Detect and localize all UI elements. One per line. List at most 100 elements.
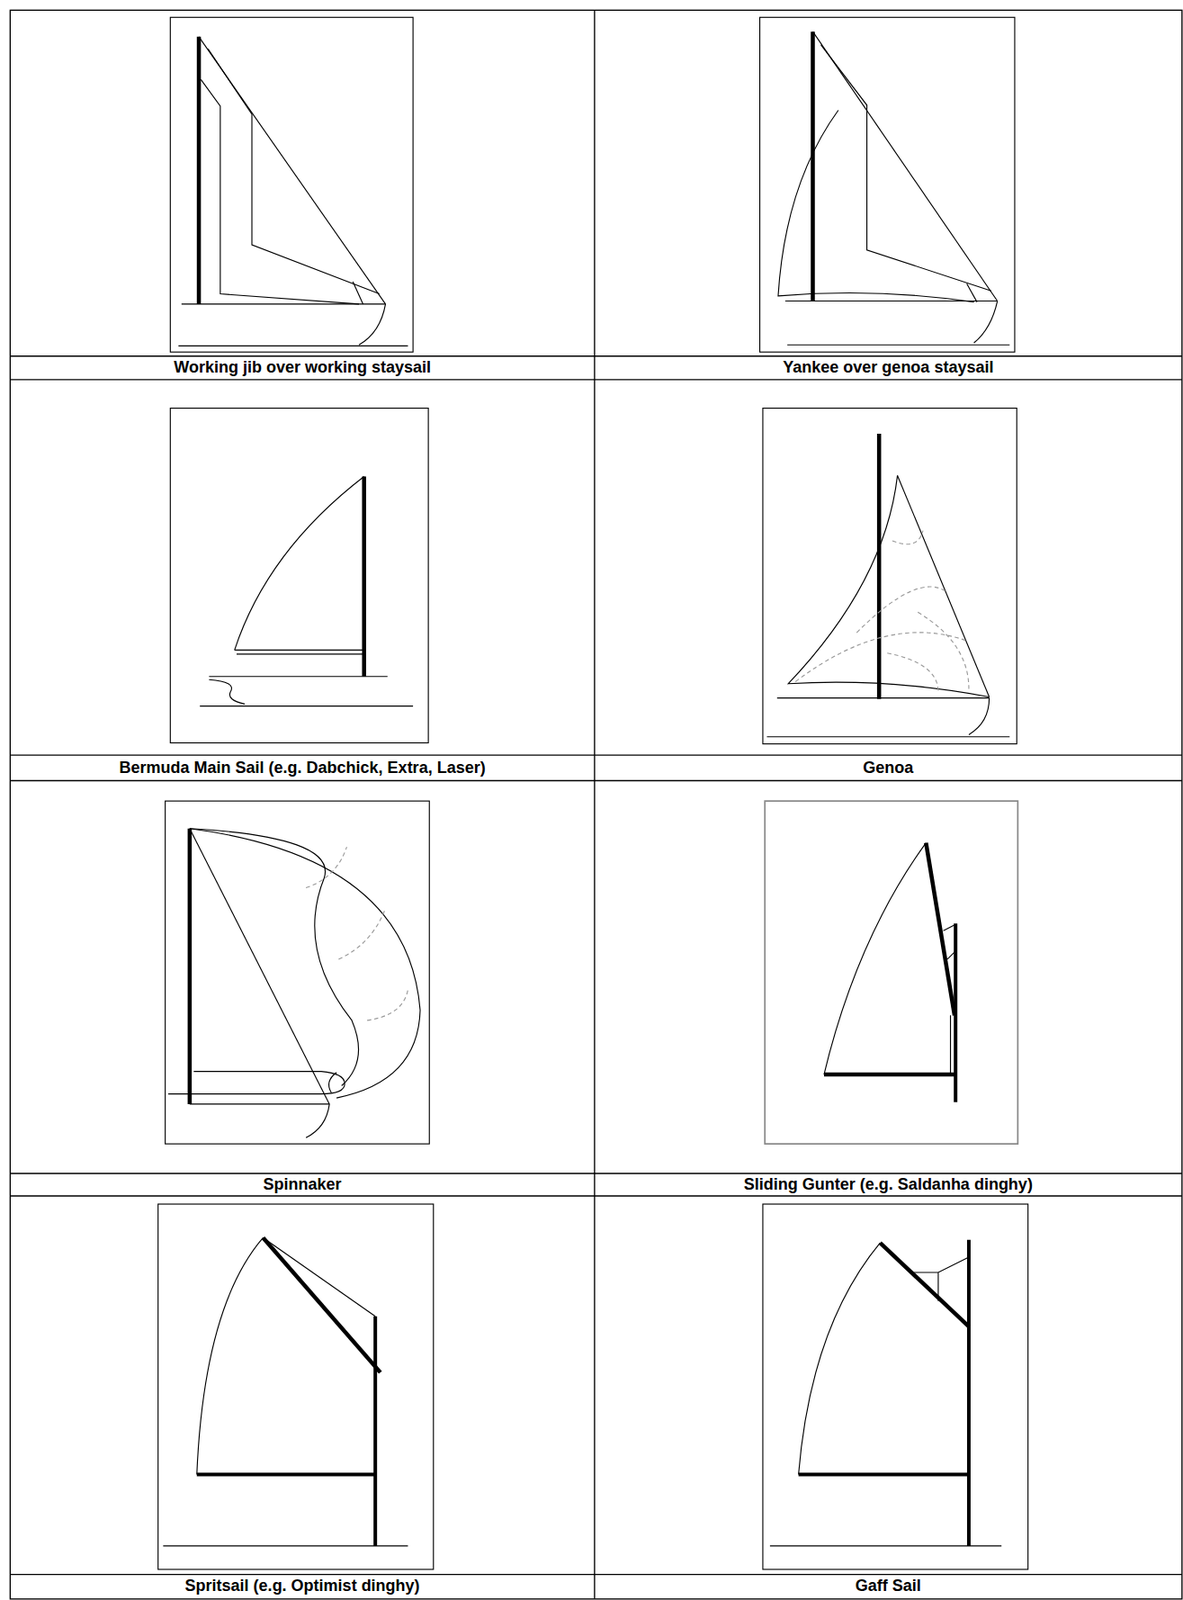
picture-frame [165, 800, 431, 1144]
stern [208, 679, 245, 704]
seam [305, 846, 347, 888]
sliding-gunter-drawing [764, 800, 1018, 1144]
sail-caption: Spinnaker [263, 1174, 342, 1194]
picture-frame [170, 408, 429, 744]
row-divider [9, 1172, 1183, 1174]
sprit [262, 1236, 380, 1372]
boom [234, 649, 365, 651]
row-divider [9, 1194, 1183, 1196]
staysail [200, 79, 359, 304]
waterline [770, 1544, 1002, 1546]
sail-detail [352, 281, 363, 305]
spinnaker-luff [189, 828, 359, 1086]
sail-leech [798, 1242, 881, 1474]
seam [917, 611, 969, 689]
bow [968, 698, 990, 735]
picture-frame [762, 408, 1017, 744]
column-divider [593, 9, 595, 1599]
picture-frame [170, 17, 413, 352]
row-divider [9, 1573, 1183, 1575]
mast [197, 36, 202, 305]
deck [189, 1102, 330, 1104]
genoa-staysail [778, 109, 975, 302]
mast [810, 31, 816, 301]
sail-caption: Genoa [862, 758, 914, 778]
seam [795, 632, 967, 682]
jib-sail [207, 48, 379, 294]
boom [168, 1071, 345, 1094]
deck [208, 675, 387, 677]
forestay [198, 36, 386, 305]
caption-cell: Working jib over working staysail [10, 357, 594, 379]
mast [188, 828, 193, 1104]
mast [373, 1316, 377, 1546]
mainsail-leech [234, 476, 365, 651]
yankee-sail [821, 44, 992, 291]
caption-cell: Spritsail (e.g. Optimist dinghy) [10, 1574, 594, 1597]
waterline [162, 1544, 408, 1546]
gaff-sail-drawing [762, 1203, 1029, 1569]
spritsail-drawing [158, 1203, 434, 1569]
bow [305, 1103, 330, 1138]
forestay [897, 474, 990, 697]
genoa-sail [788, 474, 989, 697]
peak-halyard [909, 1256, 969, 1301]
table-border [9, 9, 1183, 1599]
peak-line [262, 1236, 376, 1316]
picture-frame [762, 1203, 1029, 1569]
sail-caption: Working jib over working staysail [173, 358, 431, 377]
bow [358, 304, 386, 345]
caption-cell: Bermuda Main Sail (e.g. Dabchick, Extra,… [10, 755, 594, 780]
boom [197, 1472, 376, 1477]
boom [824, 1072, 956, 1077]
sail-leech [197, 1236, 264, 1474]
sail-caption: Sliding Gunter (e.g. Saldanha dinghy) [743, 1174, 1033, 1194]
row-divider [9, 779, 1183, 781]
waterline [787, 344, 1010, 346]
picture-frame [158, 1203, 434, 1569]
bermuda-mainsail-drawing [170, 408, 429, 744]
picture-frame [760, 17, 1015, 352]
row-divider [9, 355, 1183, 357]
jib-staysail-drawing [170, 17, 413, 352]
bow [974, 301, 998, 343]
waterline [178, 345, 408, 347]
picture-frame [764, 800, 1018, 1144]
sail-leech [824, 842, 926, 1075]
sail-caption: Spritsail (e.g. Optimist dinghy) [185, 1576, 421, 1596]
seam [367, 989, 408, 1021]
sail-seams [795, 530, 969, 692]
table-grid [9, 9, 1183, 1599]
caption-cell: Yankee over genoa staysail [595, 357, 1182, 379]
forestay [189, 828, 330, 1104]
caption-cell: Gaff Sail [595, 1574, 1182, 1597]
deck [777, 697, 990, 699]
row-divider [9, 753, 1183, 755]
seam [887, 653, 939, 692]
waterline [766, 735, 1010, 737]
spinnaker-sail [189, 828, 421, 1098]
caption-cell: Genoa [595, 755, 1182, 780]
sail-caption: Gaff Sail [855, 1576, 922, 1596]
seam [338, 907, 386, 959]
caption-cell: Spinnaker [10, 1174, 594, 1195]
caption-cell: Sliding Gunter (e.g. Saldanha dinghy) [595, 1174, 1182, 1195]
yard-fittings [943, 923, 957, 1075]
boom [798, 1472, 969, 1477]
mast [967, 1239, 971, 1546]
row-divider [9, 378, 1183, 380]
sail-detail [967, 283, 977, 302]
spinnaker-drawing [165, 800, 431, 1144]
sail-caption: Yankee over genoa staysail [782, 358, 994, 377]
gaff [879, 1242, 969, 1327]
waterline [199, 705, 413, 707]
seam [856, 586, 947, 633]
mast [361, 476, 367, 677]
mast [877, 433, 882, 700]
boom-end [329, 1072, 338, 1094]
genoa-drawing [762, 408, 1017, 744]
sail-caption: Bermuda Main Sail (e.g. Dabchick, Extra,… [119, 758, 486, 778]
seam [892, 530, 924, 545]
sail-seams [305, 846, 408, 1021]
